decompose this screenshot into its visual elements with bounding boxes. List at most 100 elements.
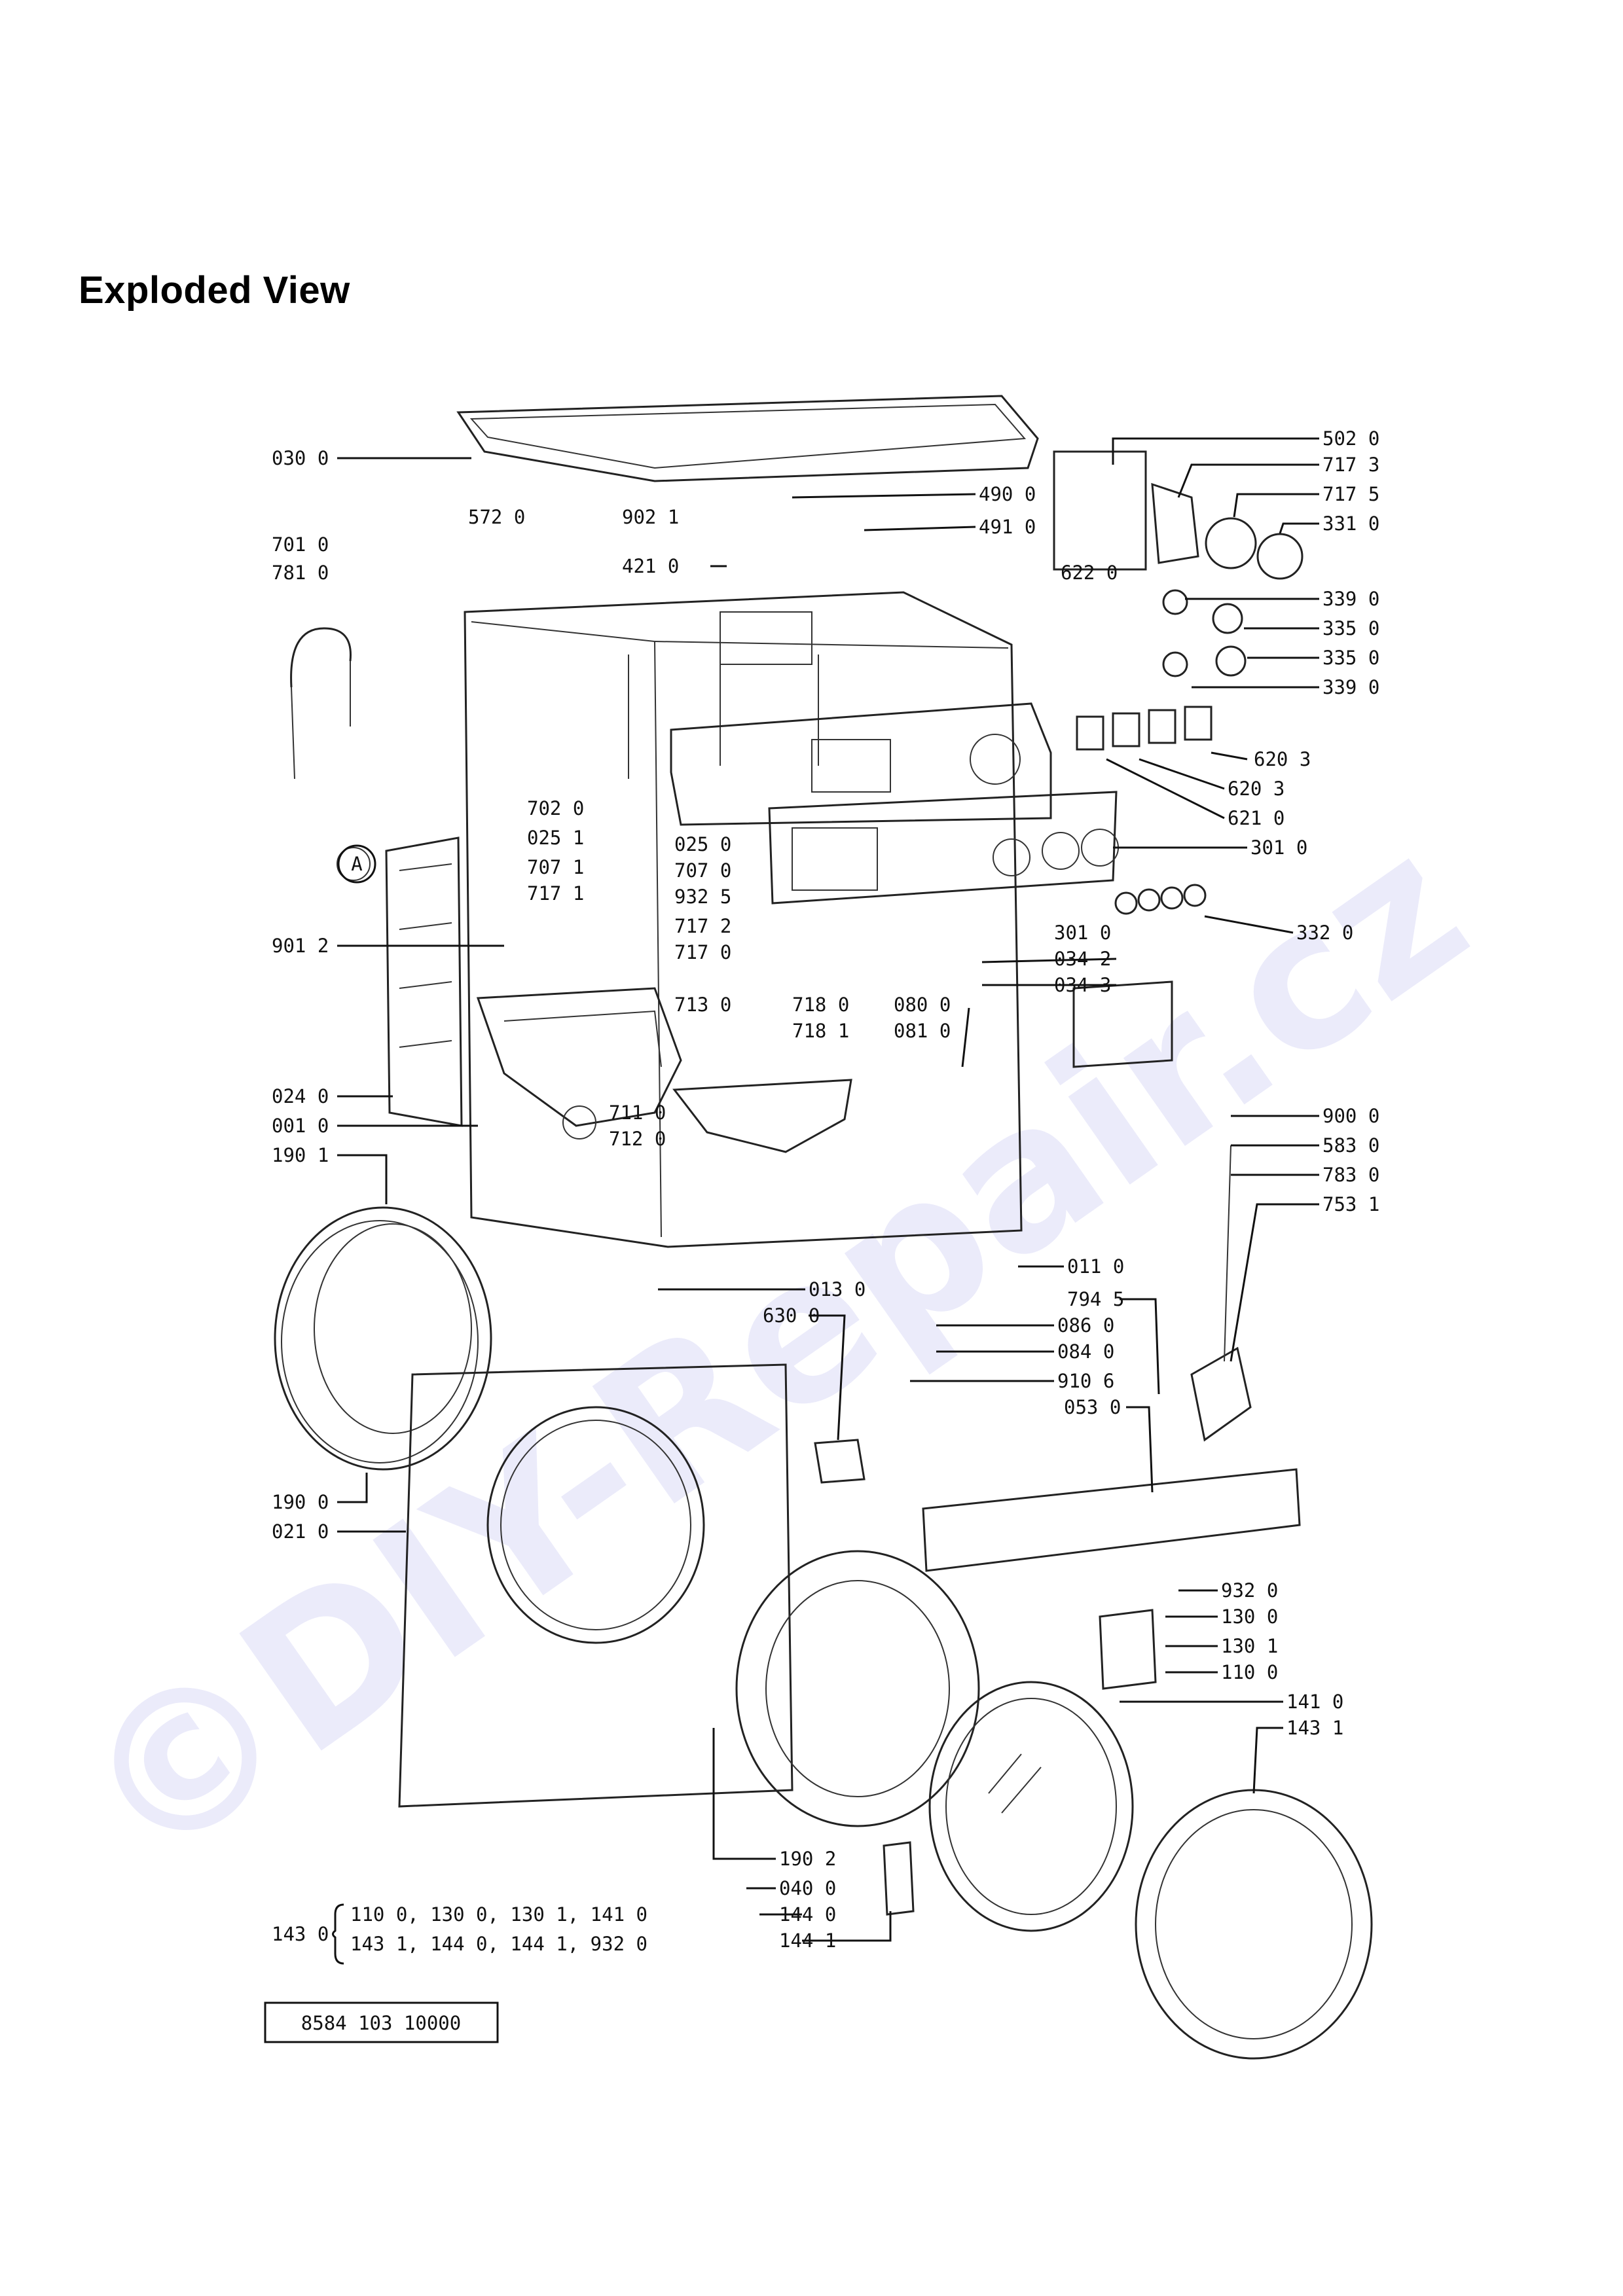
inlet-hose xyxy=(290,627,371,881)
callout-013-0: 013 0 xyxy=(809,1278,866,1300)
callout-339-0-bottom: 339 0 xyxy=(1322,676,1379,698)
callout-910-6: 910 6 xyxy=(1057,1370,1114,1392)
callout-001-0: 001 0 xyxy=(272,1115,329,1137)
callout-130-1: 130 1 xyxy=(1221,1635,1278,1657)
callout-712-0: 712 0 xyxy=(609,1128,666,1150)
part-number: 8584 103 10000 xyxy=(301,2012,461,2034)
callout-717-1: 717 1 xyxy=(527,882,584,905)
callout-081-0: 081 0 xyxy=(894,1020,951,1042)
callout-572-0: 572 0 xyxy=(468,506,525,528)
callout-025-1: 025 1 xyxy=(527,827,584,849)
pump-and-sump xyxy=(1190,1145,1252,1442)
callout-190-0: 190 0 xyxy=(272,1491,329,1513)
callout-932-5: 932 5 xyxy=(674,886,731,908)
callout-011-0: 011 0 xyxy=(1067,1255,1124,1278)
kit-143-0-line1: 110 0, 130 0, 130 1, 141 0 xyxy=(350,1903,647,1926)
callout-490-0: 490 0 xyxy=(979,483,1036,505)
callout-701-0: 701 0 xyxy=(272,533,329,556)
callout-901-2: 901 2 xyxy=(272,935,329,957)
callout-491-0: 491 0 xyxy=(979,516,1036,538)
callout-932-0: 932 0 xyxy=(1221,1579,1278,1602)
program-buttons xyxy=(1076,706,1213,915)
plinth xyxy=(922,1468,1301,1572)
callout-301-0-handle: 301 0 xyxy=(1054,922,1111,944)
callout-620-3-left: 620 3 xyxy=(1228,778,1285,800)
side-panel xyxy=(385,836,463,1127)
marker-a: A xyxy=(337,844,376,884)
callout-332-0: 332 0 xyxy=(1296,922,1353,944)
door-lock xyxy=(814,1439,866,1484)
door-glass xyxy=(928,1681,1134,1932)
marker-a-label: A xyxy=(351,853,362,875)
callout-902-1: 902 1 xyxy=(622,506,679,528)
callout-502-0: 502 0 xyxy=(1322,427,1379,450)
callout-781-0: 781 0 xyxy=(272,562,329,584)
callout-053-0: 053 0 xyxy=(1064,1396,1121,1418)
control-panel-frame xyxy=(670,702,1052,826)
callout-717-5: 717 5 xyxy=(1322,483,1379,505)
callout-702-0: 702 0 xyxy=(527,797,584,819)
hinge xyxy=(883,1841,915,1916)
callout-024-0: 024 0 xyxy=(272,1085,329,1107)
callout-339-0-top: 339 0 xyxy=(1322,588,1379,610)
callout-753-1: 753 1 xyxy=(1322,1193,1379,1215)
callout-021-0: 021 0 xyxy=(272,1520,329,1543)
callout-620-3-right: 620 3 xyxy=(1254,748,1311,770)
door-outer-ring xyxy=(1135,1789,1373,2060)
front-panel xyxy=(398,1363,793,1808)
callout-717-3: 717 3 xyxy=(1322,454,1379,476)
watermark: ©DIY-Repair.cz xyxy=(41,792,1504,1912)
callout-717-0: 717 0 xyxy=(674,941,731,963)
callout-034-3: 034 3 xyxy=(1054,974,1111,996)
callout-421-0: 421 0 xyxy=(622,555,679,577)
callout-900-0: 900 0 xyxy=(1322,1105,1379,1127)
callout-630-0: 630 0 xyxy=(763,1304,820,1327)
callout-717-2: 717 2 xyxy=(674,915,731,937)
top-cover xyxy=(456,395,1039,482)
callout-080-0: 080 0 xyxy=(894,994,951,1016)
callout-labels: 030 0 701 0 781 0 572 0 902 1 421 0 490 … xyxy=(272,427,1379,1955)
kit-143-0-line2: 143 1, 144 0, 144 1, 932 0 xyxy=(350,1933,647,1955)
page-title: Exploded View xyxy=(79,269,350,312)
callout-034-2: 034 2 xyxy=(1054,948,1111,970)
callout-707-1: 707 1 xyxy=(527,856,584,878)
part-number-box: 8584 103 10000 xyxy=(264,2001,499,2043)
callout-713-0: 713 0 xyxy=(674,994,731,1016)
callout-190-2: 190 2 xyxy=(779,1848,836,1870)
callout-144-1: 144 1 xyxy=(779,1929,836,1952)
callout-143-1: 143 1 xyxy=(1286,1717,1343,1739)
callout-144-0: 144 0 xyxy=(779,1903,836,1926)
callout-084-0: 084 0 xyxy=(1057,1340,1114,1363)
callout-030-0: 030 0 xyxy=(272,447,329,469)
bellows-seal xyxy=(274,1206,492,1471)
detergent-dispenser xyxy=(476,987,682,1139)
callout-130-0: 130 0 xyxy=(1221,1605,1278,1628)
callout-707-0: 707 0 xyxy=(674,859,731,882)
callout-335-0-top: 335 0 xyxy=(1322,617,1379,639)
callout-622-0: 622 0 xyxy=(1061,562,1118,584)
callout-025-0: 025 0 xyxy=(674,833,731,855)
callout-110-0: 110 0 xyxy=(1221,1661,1278,1683)
callout-718-1: 718 1 xyxy=(792,1020,849,1042)
leader-lines xyxy=(337,437,1319,1942)
callout-331-0: 331 0 xyxy=(1322,512,1379,535)
callout-143-0: 143 0 xyxy=(272,1923,329,1945)
callout-718-0: 718 0 xyxy=(792,994,849,1016)
cabinet xyxy=(464,591,1023,1248)
dispenser-handle xyxy=(1072,980,1173,1068)
callout-621-0: 621 0 xyxy=(1228,807,1285,829)
callout-335-0-bottom: 335 0 xyxy=(1322,647,1379,669)
top-right-components xyxy=(1053,450,1304,677)
callout-301-0-fascia: 301 0 xyxy=(1250,836,1307,859)
kit-brace xyxy=(332,1903,344,1965)
fascia-panel xyxy=(768,791,1119,905)
callout-040-0: 040 0 xyxy=(779,1877,836,1899)
callout-794-5: 794 5 xyxy=(1067,1288,1124,1310)
callout-086-0: 086 0 xyxy=(1057,1314,1114,1336)
callout-783-0: 783 0 xyxy=(1322,1164,1379,1186)
callout-190-1: 190 1 xyxy=(272,1144,329,1166)
door-handle xyxy=(1099,1609,1157,1690)
callout-583-0: 583 0 xyxy=(1322,1134,1379,1157)
